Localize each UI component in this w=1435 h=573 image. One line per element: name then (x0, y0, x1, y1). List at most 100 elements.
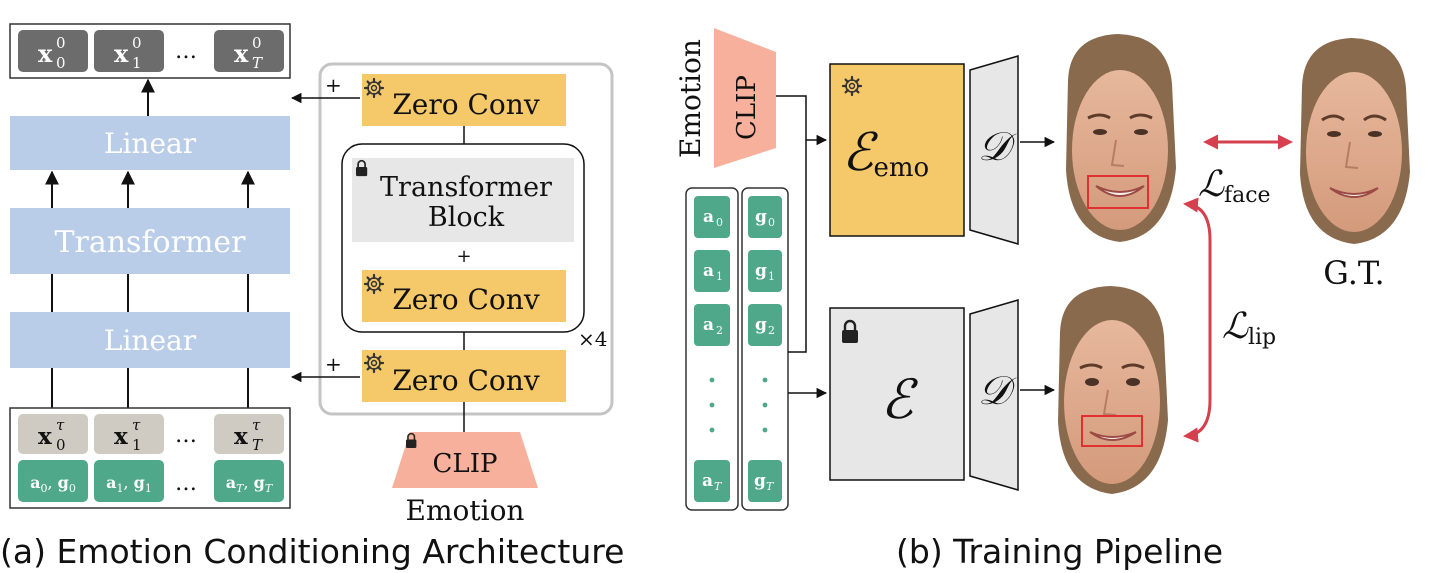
svg-text:a1, g1: a1, g1 (106, 473, 152, 495)
transformer-label: Transformer (54, 225, 246, 260)
svg-text:g: g (755, 261, 767, 281)
audio-token-T: aT, gT (214, 460, 284, 502)
plus-bottom: + (325, 352, 342, 376)
face-neutral-output (1058, 286, 1168, 494)
svg-text:0: 0 (56, 54, 66, 72)
svg-text:0: 0 (768, 216, 775, 229)
zero-conv-bottom-block (362, 350, 566, 402)
output-token-T: x 0 T (214, 30, 284, 72)
svg-text:a: a (703, 207, 714, 227)
svg-text:τ: τ (252, 416, 261, 434)
svg-text:g: g (754, 471, 766, 491)
svg-text:a: a (703, 315, 714, 335)
svg-text:x: x (38, 39, 53, 68)
svg-text:T: T (714, 480, 723, 493)
noisy-token-T: x τ T (214, 414, 284, 454)
encoder-label: ℰ (881, 368, 919, 431)
line-tokens-to-enc-emo (788, 140, 807, 353)
clip-label-right: CLIP (732, 75, 762, 140)
loss-face-label: ℒface (1198, 164, 1271, 208)
transformer-block-line1: Transformer (380, 172, 552, 203)
loss-lip-label: ℒlip (1222, 306, 1276, 350)
encoder-emo-label: ℰemo (842, 123, 929, 183)
audio-tok-1: a 1 (694, 250, 730, 292)
svg-text:x: x (114, 423, 128, 450)
transformer-block-line2: Block (428, 202, 505, 233)
svg-text:x: x (234, 39, 249, 68)
output-ellipsis: … (175, 39, 197, 64)
audio-dots (709, 377, 715, 433)
transformer-block (10, 208, 290, 274)
linear-top-label: Linear (104, 127, 197, 160)
svg-text:1: 1 (132, 436, 142, 454)
zero-conv-top-label: Zero Conv (392, 88, 539, 121)
svg-text:a0, g0: a0, g0 (30, 473, 76, 495)
ground-truth-label: G.T. (1323, 254, 1384, 292)
svg-text:aT, gT: aT, gT (226, 473, 274, 495)
emotion-label-right: Emotion (674, 39, 707, 158)
gesture-dots (762, 377, 768, 433)
mouth-highlight-bottom (1081, 415, 1143, 447)
svg-text:1: 1 (716, 270, 723, 283)
linear-bottom-label: Linear (104, 324, 197, 357)
noisy-ellipsis: … (175, 423, 197, 448)
svg-text:0: 0 (132, 34, 142, 52)
output-token-1: x 0 1 (94, 30, 164, 72)
audio-token-1: a1, g1 (94, 460, 164, 502)
svg-text:g: g (755, 315, 767, 335)
noisy-token-1: x τ 1 (94, 414, 164, 454)
svg-text:a: a (702, 471, 713, 491)
svg-text:τ: τ (132, 416, 141, 434)
transformer-block-frozen (352, 158, 574, 242)
linear-bottom-block (10, 312, 290, 368)
zero-conv-inner-block (362, 270, 566, 322)
loss-lip-arrow (1183, 197, 1212, 443)
face-emotion-output (1066, 34, 1176, 242)
arrow-clip-to-enc-emo (776, 95, 828, 146)
svg-text:x: x (38, 423, 52, 450)
svg-text:0: 0 (716, 216, 723, 229)
svg-text:0: 0 (56, 436, 66, 454)
svg-text:τ: τ (56, 416, 65, 434)
clip-encoder-right (714, 28, 776, 168)
audio-tok-0: a 0 (694, 196, 730, 238)
audio-tok-2: a 2 (694, 304, 730, 346)
svg-text:0: 0 (56, 34, 66, 52)
decoder-bottom-block (969, 299, 1019, 491)
face-ground-truth (1300, 38, 1410, 244)
linear-top-block (10, 116, 290, 170)
svg-text:0: 0 (252, 34, 262, 52)
svg-text:1: 1 (132, 54, 142, 72)
repeat-label: ×4 (578, 327, 607, 351)
decoder-top-block (969, 55, 1019, 245)
svg-text:g: g (755, 207, 767, 227)
svg-text:T: T (252, 54, 263, 72)
control-branch-frame (318, 62, 614, 416)
gesture-tok-0: g 0 (748, 196, 782, 238)
zero-conv-inner-label: Zero Conv (392, 283, 539, 316)
plus-top: + (325, 73, 342, 97)
svg-text:1: 1 (768, 270, 775, 283)
svg-text:x: x (234, 423, 248, 450)
zero-conv-bottom-label: Zero Conv (392, 364, 539, 397)
output-token-0: x 0 0 (18, 30, 88, 72)
gesture-tok-2: g 2 (748, 304, 782, 346)
svg-text:a: a (703, 261, 714, 281)
mouth-highlight-top (1087, 175, 1149, 209)
svg-text:x: x (114, 39, 129, 68)
audio-tok-T: a T (694, 460, 730, 502)
emotion-label-left: Emotion (406, 494, 525, 527)
zero-conv-top-block (362, 74, 566, 126)
gesture-tok-1: g 1 (748, 250, 782, 292)
svg-text:2: 2 (768, 324, 775, 337)
inner-plus: + (456, 246, 471, 267)
noisy-token-0: x τ 0 (18, 414, 88, 454)
caption-right: (b) Training Pipeline (896, 532, 1224, 571)
svg-text:T: T (252, 436, 263, 454)
svg-text:2: 2 (716, 324, 723, 337)
caption-left: (a) Emotion Conditioning Architecture (0, 532, 625, 571)
svg-text:T: T (766, 480, 775, 493)
clip-label-left: CLIP (433, 449, 498, 479)
audio-token-0: a0, g0 (18, 460, 88, 502)
